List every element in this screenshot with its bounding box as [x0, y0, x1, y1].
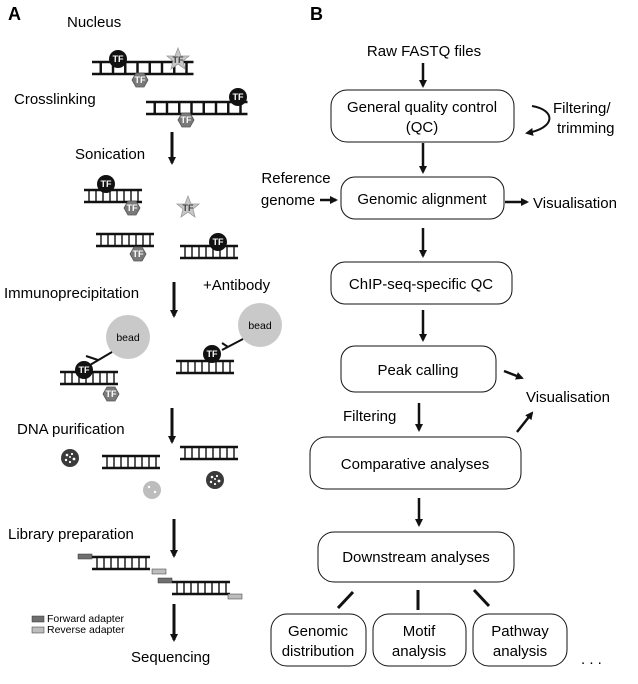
- step-nucleus: Nucleus: [67, 14, 121, 31]
- svg-text:TF: TF: [213, 237, 224, 247]
- leaf-motif-label-1: Motif: [403, 623, 436, 640]
- forward-adapter-swatch: [31, 615, 45, 623]
- library-fragments: [77, 553, 243, 600]
- reverse-adapter-label: Reverse adapter: [47, 624, 125, 636]
- alignment-box: [340, 176, 505, 220]
- peak-calling-box: [340, 345, 497, 393]
- comparative-label: Comparative analyses: [341, 456, 489, 473]
- svg-text:TF: TF: [113, 54, 124, 64]
- antibody-label: +Antibody: [203, 277, 271, 294]
- leaf-genomic-label-2: distribution: [282, 643, 355, 660]
- svg-text:TF: TF: [101, 179, 112, 189]
- leaf-genomic-label-1: Genomic: [288, 623, 349, 640]
- leaf-genomic-distribution: [270, 613, 367, 667]
- crosslinking-dna: TF TF: [146, 88, 248, 128]
- svg-text:TF: TF: [181, 115, 192, 125]
- panel-a: A Nucleus TF TF TF Crosslinking TF TF So…: [4, 4, 282, 666]
- leaf-motif-label-2: analysis: [392, 643, 446, 660]
- svg-text:TF: TF: [173, 55, 184, 65]
- peak-calling-label: Peak calling: [378, 362, 459, 379]
- visualisation-2: Visualisation: [526, 389, 610, 406]
- reference-label-1: Reference: [261, 170, 330, 187]
- filtering-label: Filtering: [343, 408, 396, 425]
- arrow-vis-2a: [503, 369, 524, 380]
- qc-label-2: (QC): [406, 119, 439, 136]
- ellipsis: . . .: [581, 651, 602, 668]
- step-sequencing: Sequencing: [131, 649, 210, 666]
- svg-text:TF: TF: [207, 349, 218, 359]
- reverse-adapter-swatch: [31, 626, 45, 634]
- adapter-legend: Forward adapter Reverse adapter: [31, 613, 125, 636]
- svg-text:TF: TF: [106, 389, 117, 399]
- step-immunoprecipitation: Immunoprecipitation: [4, 285, 139, 302]
- svg-text:bead: bead: [248, 320, 272, 332]
- reference-label-2: genome: [261, 192, 315, 209]
- arrow-vis-2b: [516, 411, 534, 433]
- downstream-box: [317, 531, 515, 583]
- step-crosslinking: Crosslinking: [14, 91, 96, 108]
- downstream-label: Downstream analyses: [342, 549, 490, 566]
- step-library-preparation: Library preparation: [8, 526, 134, 543]
- filter-loop-arrow: [525, 105, 551, 136]
- chipseq-qc-box: [330, 261, 513, 305]
- leaf-pathway-analysis: [472, 613, 568, 667]
- step-dna-purification: DNA purification: [17, 421, 125, 438]
- panel-b: B Raw FASTQ files General quality contro…: [261, 4, 617, 668]
- alignment-label: Genomic alignment: [357, 191, 487, 208]
- svg-text:TF: TF: [133, 249, 144, 259]
- filtering-trimming-2: trimming: [557, 120, 615, 137]
- leaf-pathway-label-1: Pathway: [491, 623, 549, 640]
- leaf-pathway-label-2: analysis: [493, 643, 547, 660]
- comparative-box: [309, 436, 522, 490]
- forward-adapter-label: Forward adapter: [47, 613, 125, 625]
- sonication-fragments: TF TF TF TF TF: [82, 175, 240, 262]
- svg-text:TF: TF: [183, 203, 194, 213]
- svg-text:TF: TF: [233, 92, 244, 102]
- visualisation-1: Visualisation: [533, 195, 617, 212]
- qc-label-1: General quality control: [347, 99, 497, 116]
- qc-box: [330, 89, 515, 143]
- nucleus-dna: TF TF TF: [92, 47, 194, 88]
- svg-text:bead: bead: [116, 332, 140, 344]
- panel-a-letter: A: [8, 4, 21, 24]
- panel-b-letter: B: [310, 4, 323, 24]
- purified-dna: [61, 445, 240, 499]
- step-sonication: Sonication: [75, 146, 145, 163]
- svg-text:TF: TF: [135, 75, 146, 85]
- svg-text:TF: TF: [127, 203, 138, 213]
- ip-complexes: bead TF TF bead TF: [58, 303, 282, 402]
- downstream-connectors: [336, 588, 491, 610]
- chipseq-qc-label: ChIP-seq-specific QC: [349, 276, 493, 293]
- svg-text:TF: TF: [79, 365, 90, 375]
- raw-fastq-label: Raw FASTQ files: [367, 43, 481, 60]
- filtering-trimming-1: Filtering/: [553, 100, 611, 117]
- leaf-motif-analysis: [372, 613, 467, 667]
